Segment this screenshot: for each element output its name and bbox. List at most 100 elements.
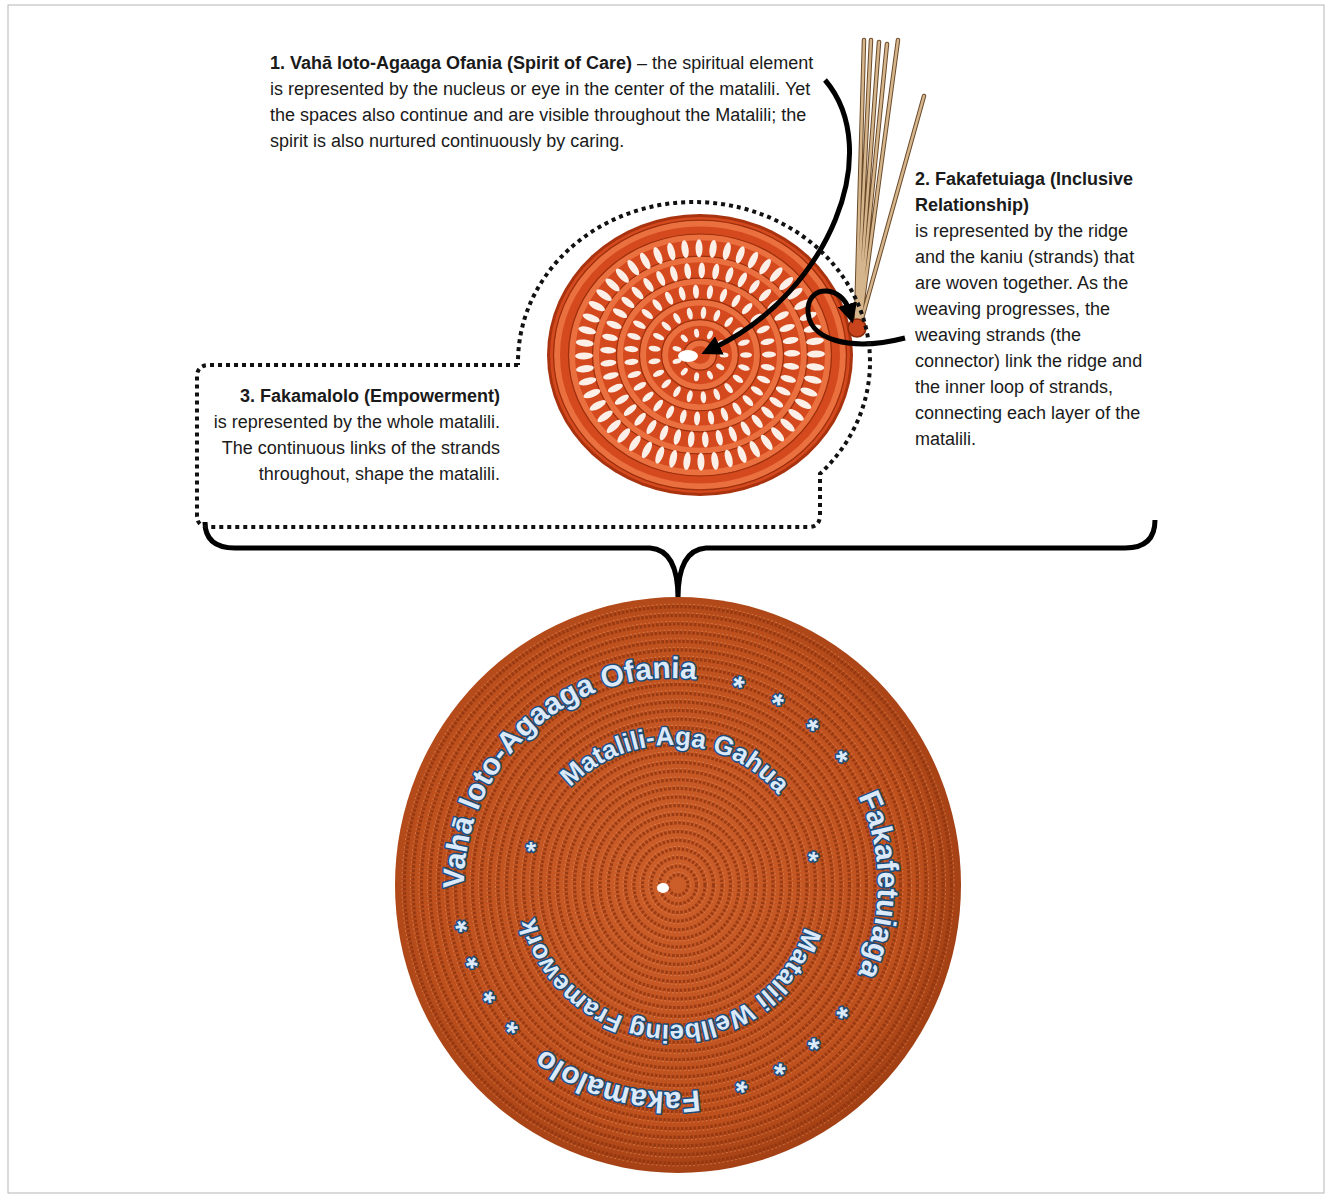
weave-gap <box>723 449 734 468</box>
stitch-highlight <box>479 682 878 1088</box>
stitch-highlight <box>504 708 852 1062</box>
weave-gap <box>632 411 647 427</box>
weave-gap <box>782 336 799 345</box>
weave-gap <box>652 398 665 413</box>
stitch-row <box>583 788 773 981</box>
weave-gap <box>711 263 720 280</box>
weave-gap <box>620 295 637 310</box>
weave-gap <box>712 388 721 401</box>
small-matalili-illustration <box>547 214 853 496</box>
stitch-highlight <box>581 786 776 984</box>
weave-gap <box>611 306 628 320</box>
weave-gap <box>677 286 686 301</box>
stitch-row <box>600 806 756 965</box>
weave-gap <box>663 291 675 306</box>
weave-gap <box>769 425 786 443</box>
weave-gap <box>651 298 664 313</box>
weave-gap <box>746 250 760 269</box>
woven-band <box>620 281 780 428</box>
strand-outline <box>856 40 924 322</box>
stitch-row <box>617 823 739 947</box>
ring-asterisk: * <box>499 1009 532 1040</box>
stitch-highlight <box>615 820 742 949</box>
weave-gap <box>648 345 661 352</box>
weave-gap <box>614 267 631 285</box>
weave-gap <box>660 378 673 390</box>
stitch-row <box>439 641 918 1128</box>
weave-gap <box>757 257 773 276</box>
weave-gap <box>658 424 670 441</box>
matalili-base <box>395 597 961 1173</box>
ring-asterisk: * <box>762 686 789 721</box>
weave-gap <box>641 390 655 404</box>
weave-gap <box>668 449 679 468</box>
ring-asterisk: * <box>822 745 856 774</box>
weave-gap <box>759 433 775 452</box>
figure-frame <box>8 5 1324 1193</box>
weave-gap <box>756 324 771 335</box>
weave-gap <box>760 337 775 346</box>
stitch-row <box>592 797 765 973</box>
weave-gap <box>762 351 776 357</box>
callout-body: is represented by the whole matalili. Th… <box>205 409 500 487</box>
ring-asterisk: * <box>822 996 856 1025</box>
weave-gap <box>757 287 773 303</box>
weave-gap <box>641 276 655 293</box>
weave-gap <box>783 362 800 371</box>
weave-gap <box>739 420 753 437</box>
matalili-eye <box>678 350 698 362</box>
weave-gap <box>807 351 825 358</box>
weave-gap <box>672 345 682 352</box>
weave-gap <box>787 407 806 423</box>
weave-gap <box>700 391 706 403</box>
stitch-highlight <box>657 864 699 907</box>
weave-gap <box>736 445 749 464</box>
stitch-row <box>566 771 790 999</box>
weave-gap <box>712 309 722 322</box>
woven-band <box>596 259 804 450</box>
weave-gap <box>775 385 792 398</box>
weave-gap <box>693 372 699 382</box>
weave-gap <box>679 409 688 424</box>
weave-gap <box>652 332 665 342</box>
weave-gap <box>672 428 682 445</box>
ring-asterisk-path: * <box>794 850 826 867</box>
ring-asterisk-path: * <box>727 669 749 704</box>
weave-gap <box>640 440 654 459</box>
weave-gap <box>680 240 689 259</box>
empowerment-outline: 3. Fakamalolo (Empowerment)is represente… <box>190 195 880 531</box>
ring-asterisk: * <box>475 981 509 1009</box>
weave-gap <box>602 332 619 342</box>
weave-gap <box>697 453 704 471</box>
stitch-highlight <box>606 812 750 959</box>
weave-gap <box>794 397 813 411</box>
stitch-highlight <box>564 768 793 1001</box>
stitch-row <box>634 840 722 930</box>
stitch-row <box>643 849 714 921</box>
weave-gap <box>723 316 735 329</box>
weave-gap <box>595 287 614 303</box>
weave-gap <box>720 353 729 358</box>
ring-asterisk: * <box>448 916 483 934</box>
weave-gap <box>710 451 719 470</box>
weave-gap <box>679 367 689 377</box>
stitch-row <box>498 702 858 1068</box>
weave-gap <box>747 278 762 295</box>
ring-title: Matalili Wellbeing Framework <box>512 916 828 1050</box>
weave-gap <box>694 411 701 425</box>
stitch-row <box>422 624 935 1146</box>
weave-gap <box>624 345 638 352</box>
ring-asterisk-path: * <box>795 712 826 745</box>
weave-gap <box>653 445 666 464</box>
weave-gap <box>706 370 714 380</box>
stitch-highlight <box>496 699 861 1070</box>
weave-gap <box>687 431 695 448</box>
stitch-highlight <box>402 604 954 1166</box>
weave-gap <box>632 319 647 331</box>
weave-gap <box>731 401 744 416</box>
stitch-highlight <box>572 777 784 993</box>
weave-gap <box>768 265 785 283</box>
stitch-highlight <box>487 691 869 1080</box>
weave-gap <box>768 395 785 409</box>
weave-gap <box>721 242 732 261</box>
